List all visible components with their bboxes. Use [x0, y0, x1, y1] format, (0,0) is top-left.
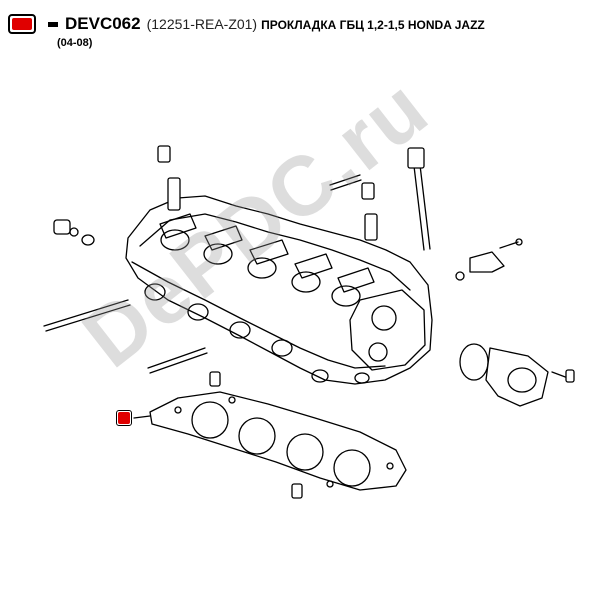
title-line: DEVC062 (12251-REA-Z01)ПРОКЛАДКА ГБЦ 1,2-… [65, 14, 485, 34]
bolts-and-studs [43, 145, 523, 499]
cylinder-head [125, 195, 433, 385]
dash-icon [48, 22, 58, 27]
long-head-bolt [413, 165, 425, 251]
gasket-callout-marker [116, 410, 132, 426]
stud-top [329, 174, 361, 186]
header-marker [8, 14, 36, 34]
model-years: (04-08) [57, 37, 93, 49]
stud-left [43, 299, 129, 327]
product-code: DEVC062 [65, 14, 141, 33]
red-square-icon [12, 18, 32, 30]
product-description: ПРОКЛАДКА ГБЦ 1,2-1,5 HONDA JAZZ [261, 18, 485, 32]
stud-lower [147, 347, 206, 369]
head-gasket [133, 391, 407, 491]
thermostat-housing [459, 343, 575, 407]
red-square-icon [118, 412, 130, 424]
part-number: (12251-REA-Z01) [146, 16, 258, 32]
